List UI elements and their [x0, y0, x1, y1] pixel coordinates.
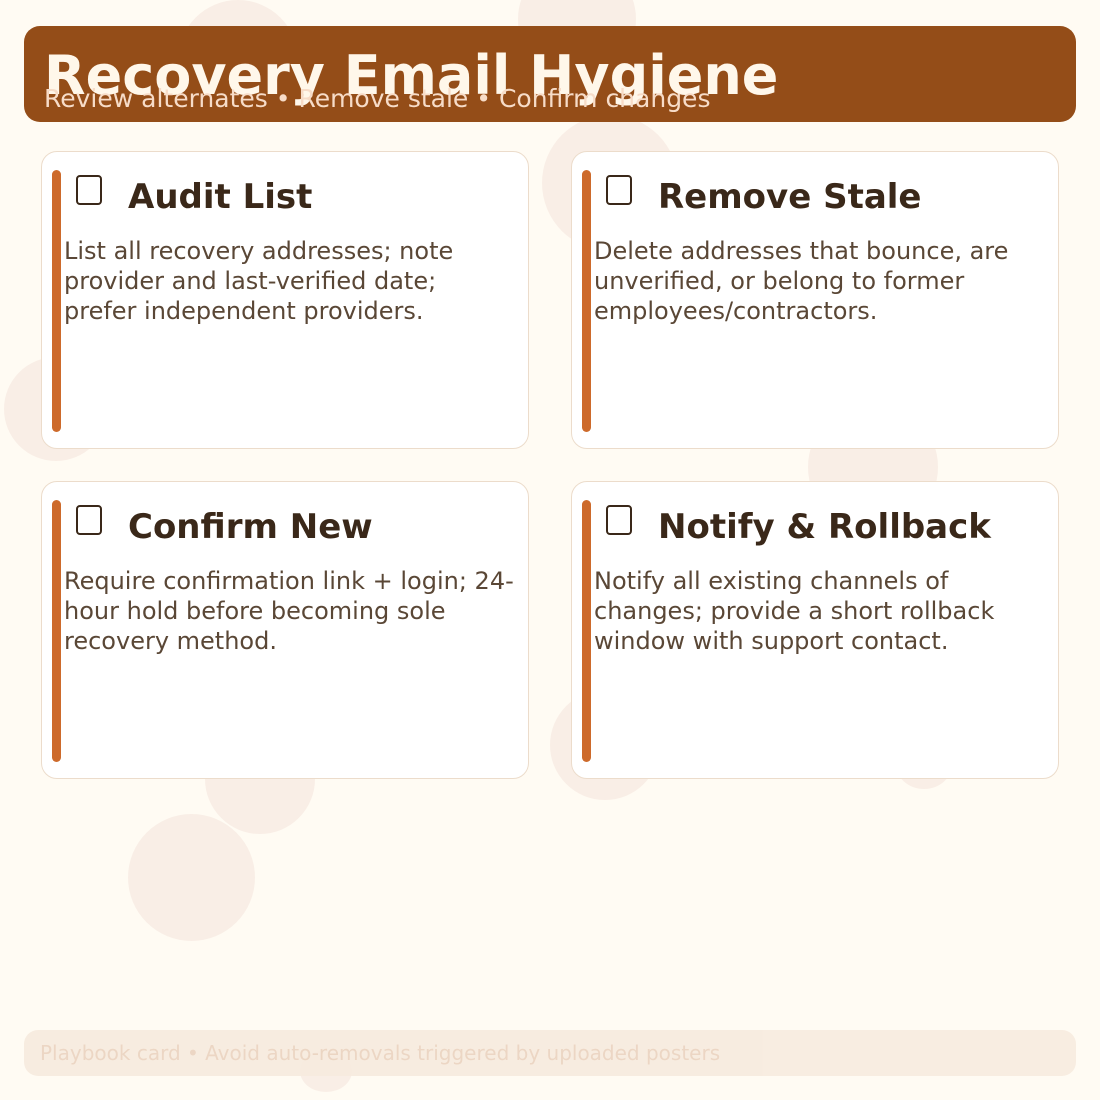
card-remove-stale: Remove Stale Delete addresses that bounc…	[571, 151, 1059, 449]
card-accent-bar	[52, 500, 61, 762]
card-title: Remove Stale	[658, 177, 922, 217]
card-body: Notify all existing channels of changes;…	[594, 567, 995, 655]
card-title: Audit List	[128, 177, 313, 217]
card-title: Notify & Rollback	[658, 507, 991, 547]
document-icon	[606, 175, 632, 205]
footer-bar: Playbook card • Avoid auto-removals trig…	[24, 1030, 1076, 1076]
card-notify-rollback: Notify & Rollback Notify all existing ch…	[571, 481, 1059, 779]
page-subtitle: Review alternates • Remove stale • Confi…	[44, 84, 711, 113]
document-icon	[76, 175, 102, 205]
document-icon	[76, 505, 102, 535]
card-accent-bar	[52, 170, 61, 432]
card-confirm-new: Confirm New Require confirmation link + …	[41, 481, 529, 779]
page-title: Recovery Email Hygiene	[44, 44, 779, 107]
background-bubble	[128, 814, 255, 941]
card-body: List all recovery addresses; note provid…	[64, 237, 454, 325]
card-body: Delete addresses that bounce, are unveri…	[594, 237, 1009, 325]
card-accent-bar	[582, 170, 591, 432]
card-accent-bar	[582, 500, 591, 762]
card-title: Confirm New	[128, 507, 373, 547]
header-banner: Recovery Email Hygiene Review alternates…	[24, 26, 1076, 122]
card-body: Require confirmation link + login; 24-ho…	[64, 567, 514, 655]
document-icon	[606, 505, 632, 535]
footer-text: Playbook card • Avoid auto-removals trig…	[40, 1041, 721, 1065]
card-audit-list: Audit List List all recovery addresses; …	[41, 151, 529, 449]
